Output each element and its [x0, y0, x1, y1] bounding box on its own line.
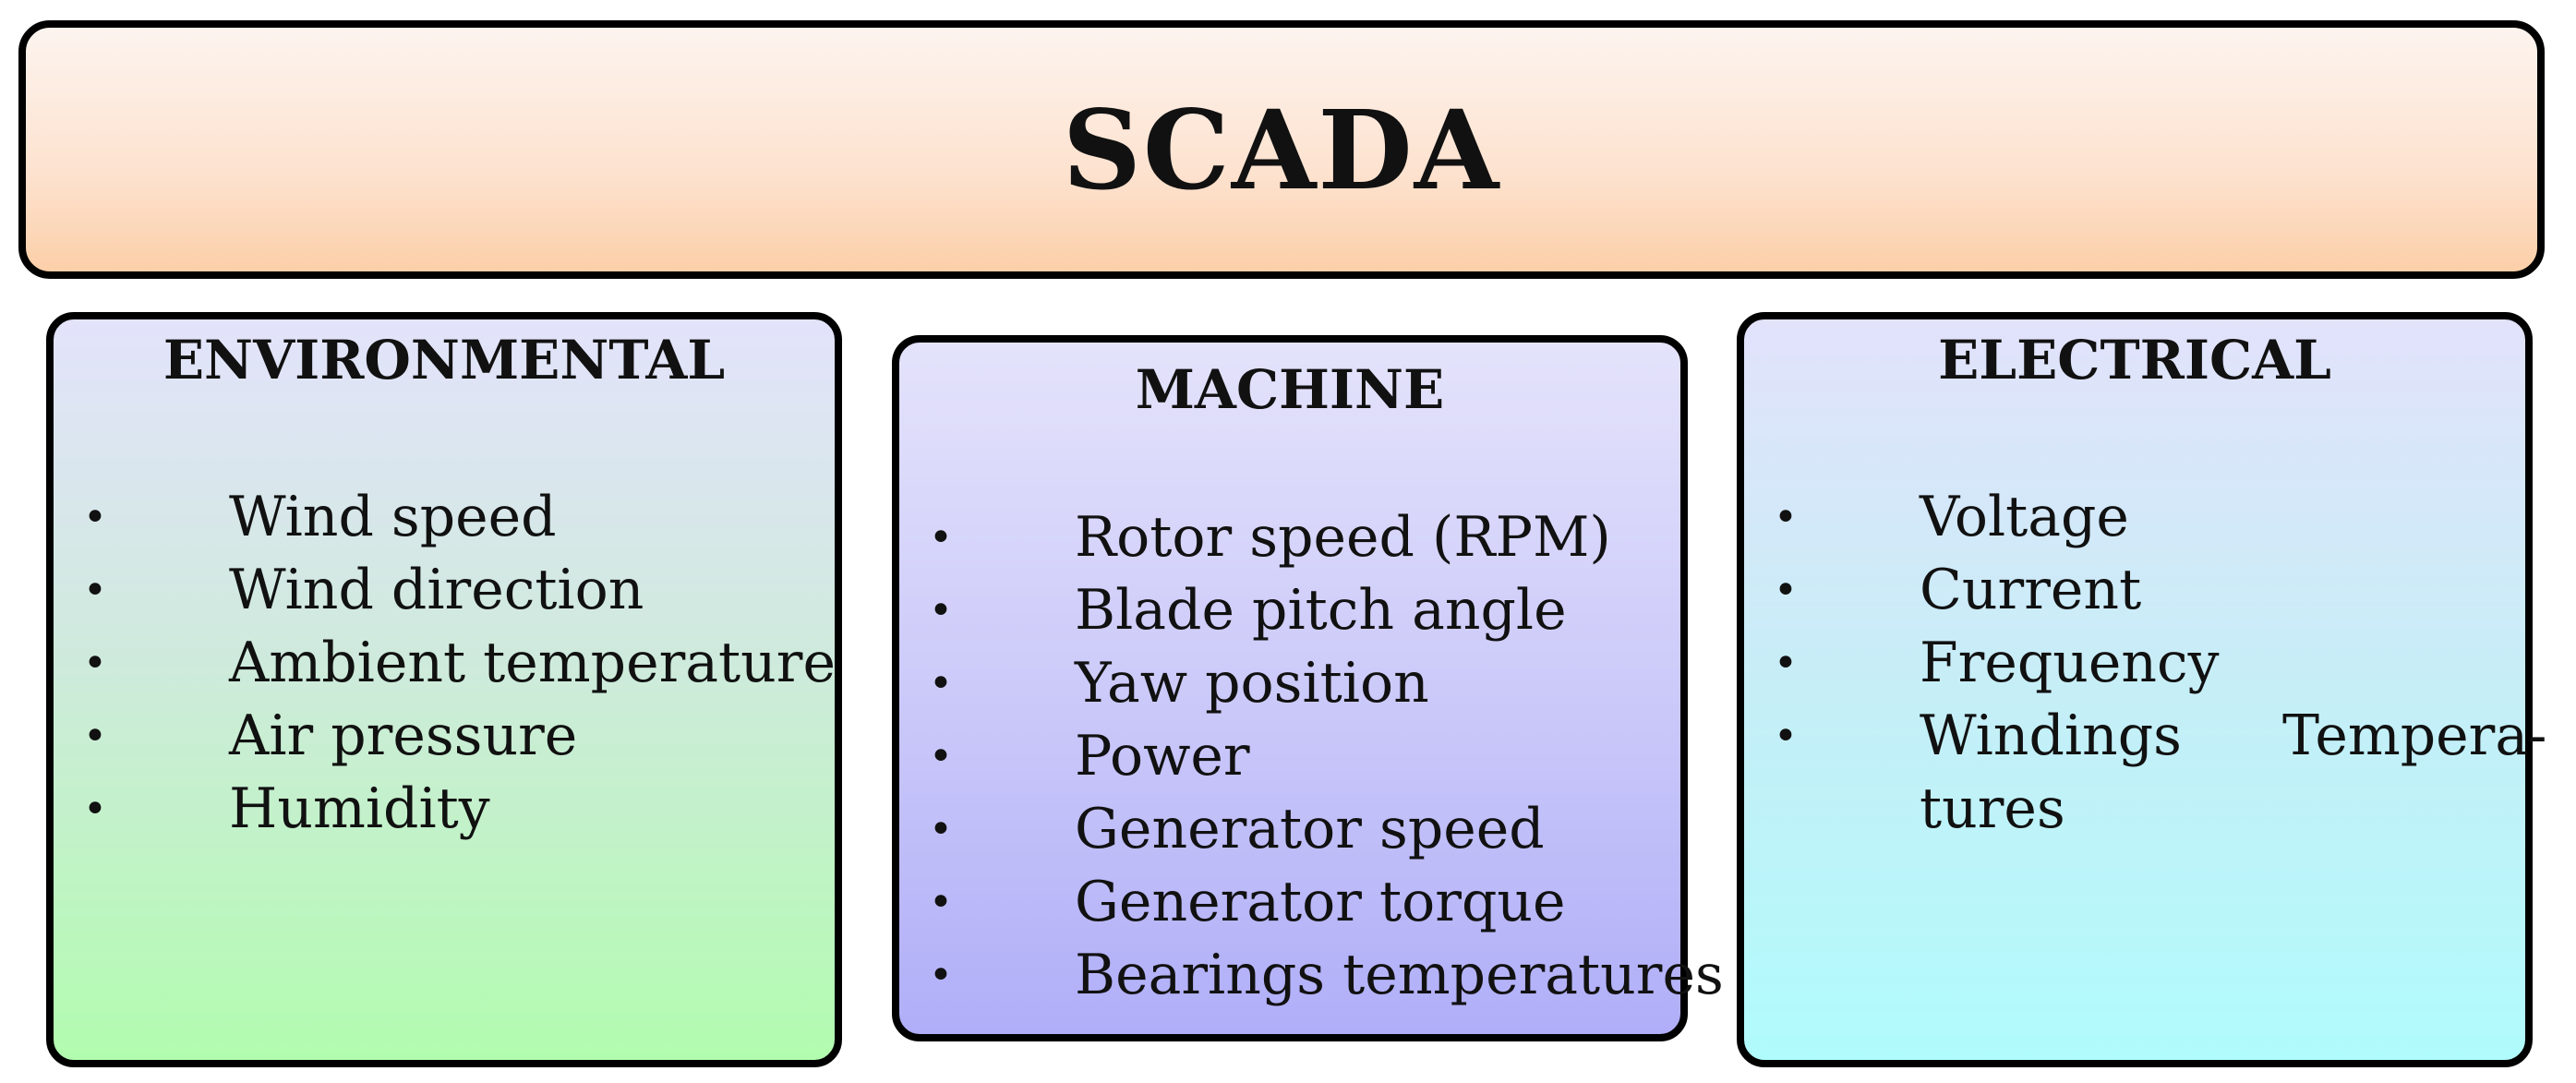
list-item: • Windings Tempera-	[1744, 700, 2546, 773]
list-item: • Air pressure	[54, 700, 835, 773]
list-item: • Humidity	[54, 773, 835, 846]
environmental-list: • Wind speed • Wind direction • Ambient tem…	[54, 481, 836, 846]
electrical-list: • Voltage • Current • Frequency • Windings T…	[1744, 481, 2546, 846]
electrical-item-label: Voltage	[1920, 485, 2129, 549]
bullet-icon: •	[929, 733, 953, 780]
list-item: • Generator speed	[899, 793, 1680, 866]
environmental-panel: ENVIRONMENTAL • Wind speed • Wind directio…	[46, 312, 842, 1067]
bullet-icon: •	[1774, 567, 1798, 614]
bullet-icon: •	[929, 660, 953, 707]
machine-item-label: Blade pitch angle	[1075, 578, 1567, 643]
bullet-icon: •	[929, 952, 953, 999]
machine-item-label: Yaw position	[1075, 651, 1429, 716]
bullet-icon: •	[929, 806, 953, 853]
electrical-panel: ELECTRICAL • Voltage • Current • Frequency …	[1737, 312, 2546, 1067]
list-item: • Blade pitch angle	[899, 574, 1680, 647]
electrical-item-label: Windings Tempera-	[1920, 704, 2547, 768]
list-item: • Current	[1744, 554, 2525, 627]
machine-item-label: Rotor speed (RPM)	[1075, 505, 1611, 570]
environmental-item-label: Ambient temperature	[229, 631, 836, 695]
list-item: • Frequency	[1744, 627, 2525, 700]
list-item: • Bearings temperatures	[899, 939, 1724, 1012]
machine-item-label: Bearings temperatures	[1075, 943, 1724, 1007]
machine-item-label: Generator torque	[1075, 870, 1566, 934]
machine-item-label: Generator speed	[1075, 797, 1545, 861]
electrical-item-label: Current	[1920, 558, 2142, 622]
list-item: tures	[1744, 773, 2525, 846]
scada-header: SCADA	[18, 20, 2545, 279]
scada-title: SCADA	[1062, 85, 1501, 214]
bullet-icon: •	[929, 587, 953, 634]
list-item: • Voltage	[1744, 481, 2525, 554]
list-item: • Yaw position	[899, 647, 1680, 720]
environmental-item-label: Wind direction	[229, 558, 644, 622]
bullet-icon: •	[929, 879, 953, 926]
list-item: • Wind direction	[54, 554, 835, 627]
list-item: • Power	[899, 720, 1680, 793]
machine-item-label: Power	[1075, 724, 1250, 788]
machine-list: • Rotor speed (RPM) • Blade pitch angle • Y…	[899, 501, 1724, 1012]
machine-title: MACHINE	[1135, 358, 1445, 421]
list-item: • Wind speed	[54, 481, 835, 554]
electrical-title: ELECTRICAL	[1938, 329, 2331, 391]
environmental-item-label: Wind speed	[229, 485, 557, 549]
bullet-icon: •	[83, 567, 107, 614]
bullet-icon: •	[1774, 494, 1798, 541]
environmental-title: ENVIRONMENTAL	[163, 329, 726, 391]
environmental-item-label: Humidity	[229, 776, 490, 841]
bullet-icon: •	[83, 713, 107, 760]
machine-panel: MACHINE • Rotor speed (RPM) • Blade pitch …	[892, 335, 1724, 1041]
bullet-icon: •	[1774, 713, 1798, 760]
list-item: • Ambient temperature	[54, 627, 836, 700]
list-item: • Rotor speed (RPM)	[899, 501, 1680, 574]
bullet-icon: •	[83, 640, 107, 687]
environmental-item-label: Air pressure	[229, 704, 578, 768]
bullet-icon: •	[929, 514, 953, 561]
electrical-item-label: Frequency	[1920, 631, 2220, 695]
bullet-icon: •	[83, 494, 107, 541]
electrical-item-label-continued: tures	[1920, 776, 2065, 841]
bullet-icon: •	[1774, 640, 1798, 687]
list-item: • Generator torque	[899, 866, 1680, 939]
bullet-icon: •	[83, 786, 107, 833]
